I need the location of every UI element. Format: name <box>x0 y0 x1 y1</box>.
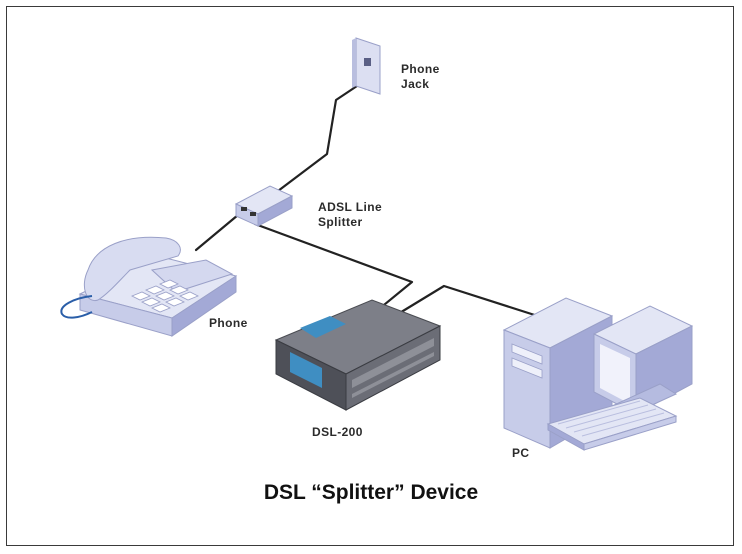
cables <box>194 62 546 320</box>
adsl-line-splitter <box>234 185 294 227</box>
label-phone: Phone <box>209 316 248 330</box>
telephone <box>60 236 238 337</box>
label-pc: PC <box>512 446 530 460</box>
label-phone-jack-line1: Phone <box>401 62 440 76</box>
cable-modem-to-pc <box>396 284 546 320</box>
label-phone-jack: Phone Jack <box>401 62 440 92</box>
cable-splitter-to-modem <box>253 222 414 320</box>
label-dsl-200: DSL-200 <box>312 425 363 439</box>
pc-monitor <box>592 305 694 417</box>
label-adsl-splitter-line2: Splitter <box>318 215 363 229</box>
diagram-title: DSL “Splitter” Device <box>263 481 479 504</box>
label-adsl-splitter: ADSL Line Splitter <box>318 200 382 230</box>
pc-keyboard <box>546 397 678 451</box>
handset <box>83 236 181 302</box>
keypad <box>131 279 199 313</box>
dsl-200-modem <box>274 299 442 411</box>
label-adsl-splitter-line1: ADSL Line <box>318 200 383 214</box>
pc <box>502 297 694 451</box>
handset-cord <box>60 295 93 319</box>
cable-splitter-to-phone <box>194 208 246 252</box>
label-phone-jack-line2: Jack <box>401 77 430 91</box>
phone-jack <box>352 37 381 95</box>
